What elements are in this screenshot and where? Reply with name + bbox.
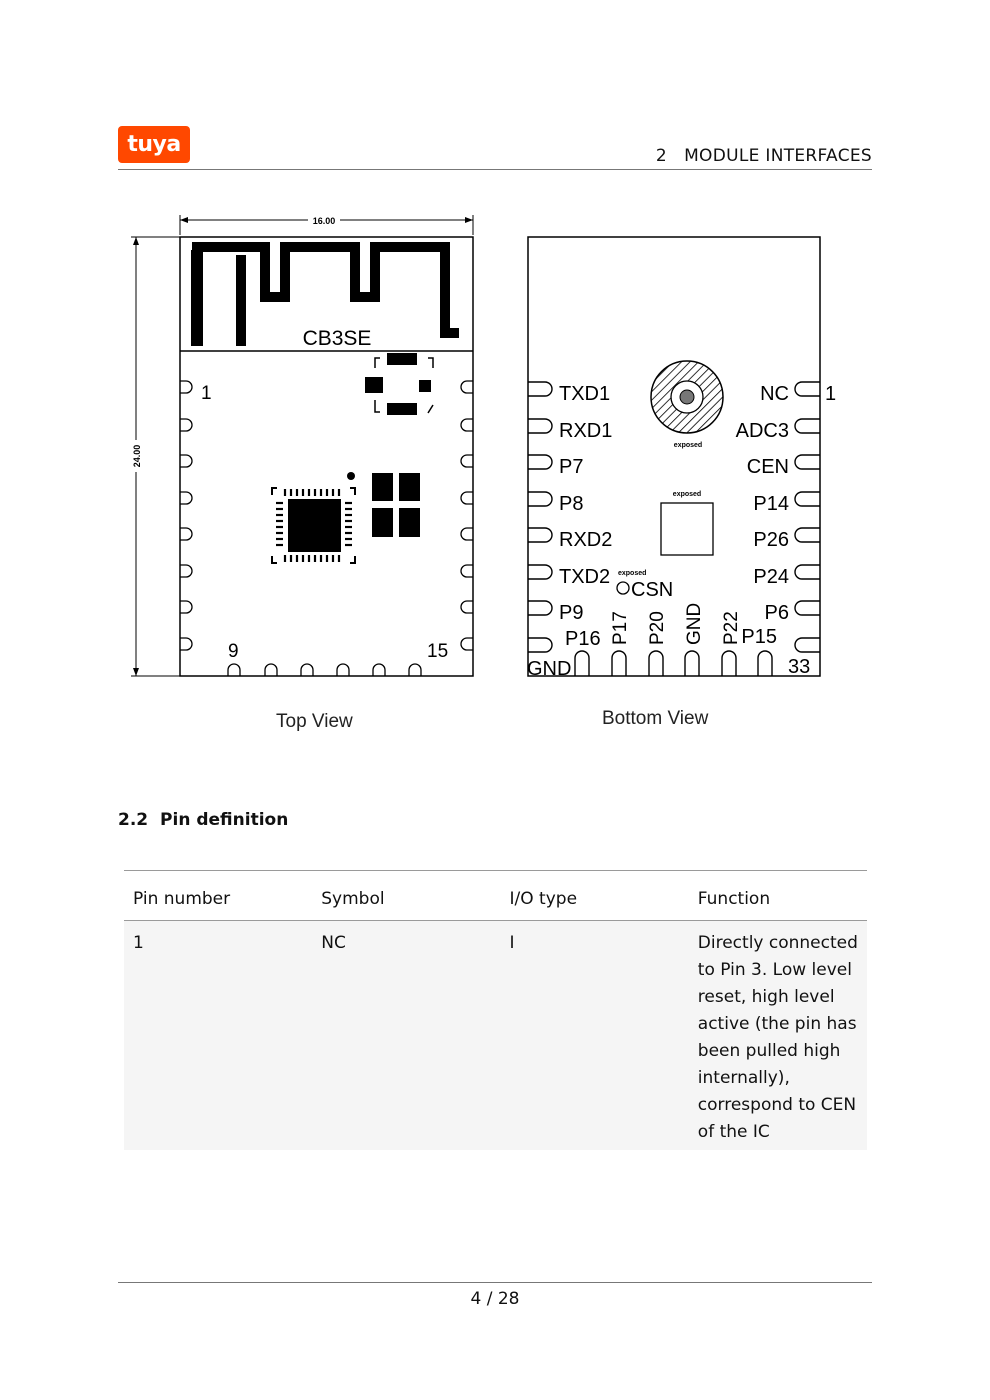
bottom-pin-label: RXD1 <box>559 420 612 442</box>
bottom-pin-label: RXD2 <box>559 529 612 551</box>
top-view-caption: Top View <box>276 711 353 732</box>
bottom-pin-1-label: 1 <box>825 383 836 405</box>
bottom-view-caption: Bottom View <box>602 708 709 729</box>
cell-symbol: NC <box>312 920 501 1150</box>
bottom-pin-label: P26 <box>753 529 789 551</box>
column-header-function: Function <box>688 870 867 921</box>
running-header: 2 MODULE INTERFACES <box>656 146 872 166</box>
section-heading: 2.2 Pin definition <box>118 810 288 830</box>
top-view-drawing: 16.00 24.00 CB3SE <box>130 214 474 677</box>
bottom-pin-label: P8 <box>559 493 583 515</box>
table-header-row: Pin number Symbol I/O type Function <box>124 870 867 921</box>
pin-definition-table: Pin number Symbol I/O type Function 1 NC… <box>124 870 867 1150</box>
column-header-io-type: I/O type <box>500 870 689 921</box>
footer-rule <box>118 1282 872 1283</box>
bottom-gnd-corner-label: GND <box>527 658 571 680</box>
header-section-number: 2 <box>655 146 667 166</box>
header-rule <box>118 169 872 170</box>
top-pin-9-label: 9 <box>228 641 239 662</box>
bottom-vertical-pin-label: P17 <box>610 611 631 645</box>
bottom-view-drawing: TXD1 RXD1 P7 P8 RXD2 TXD2 P9 P16 NC ADC3… <box>527 236 836 680</box>
bottom-pin-label: NC <box>760 383 789 405</box>
top-pin-15-label: 15 <box>427 641 448 662</box>
cell-function: Directly connected to Pin 3. Low level r… <box>688 920 867 1150</box>
dim-height-label: 24.00 <box>132 445 142 468</box>
bottom-pin-label: CEN <box>747 456 789 478</box>
page-number: 4 / 28 <box>470 1289 520 1309</box>
cell-io-type: I <box>500 920 689 1150</box>
bottom-pin-label: P14 <box>753 493 789 515</box>
table-row: 1 NC I Directly connected to Pin 3. Low … <box>124 920 867 1150</box>
column-header-symbol: Symbol <box>312 870 501 921</box>
tuya-logo: tuya <box>118 126 190 163</box>
module-drawing: 16.00 24.00 CB3SE <box>130 214 836 680</box>
bottom-pin-label: TXD2 <box>559 566 610 588</box>
module-name-label: CB3SE <box>303 327 372 350</box>
section-title: Pin definition <box>160 810 289 830</box>
bottom-pin-label: ADC3 <box>736 420 789 442</box>
bottom-pin-label: P24 <box>753 566 789 588</box>
exposed-label: exposed <box>618 570 646 577</box>
bottom-pin-label: P15 <box>741 626 777 648</box>
section-number: 2.2 <box>118 810 149 830</box>
exposed-label: exposed <box>673 491 701 498</box>
bottom-vertical-pin-label: P22 <box>721 611 742 645</box>
header-section-title: MODULE INTERFACES <box>684 146 872 166</box>
bottom-pin-label: TXD1 <box>559 383 610 405</box>
bottom-pin-label: P16 <box>565 628 601 650</box>
csn-label: CSN <box>631 579 673 601</box>
bottom-pin-label: P7 <box>559 456 583 478</box>
bottom-vertical-pin-label: P20 <box>647 611 668 645</box>
bottom-pin-label: P9 <box>559 602 583 624</box>
top-pin-1-label: 1 <box>201 383 212 404</box>
bottom-pin-33-label: 33 <box>788 656 810 678</box>
exposed-label: exposed <box>674 442 702 449</box>
cell-pin-number: 1 <box>124 920 313 1150</box>
bottom-pin-label: P6 <box>765 602 789 624</box>
dim-width-label: 16.00 <box>313 216 336 226</box>
bottom-vertical-pin-label: GND <box>684 603 705 645</box>
column-header-pin-number: Pin number <box>124 870 313 921</box>
module-figure: 16.00 24.00 CB3SE <box>125 205 845 749</box>
